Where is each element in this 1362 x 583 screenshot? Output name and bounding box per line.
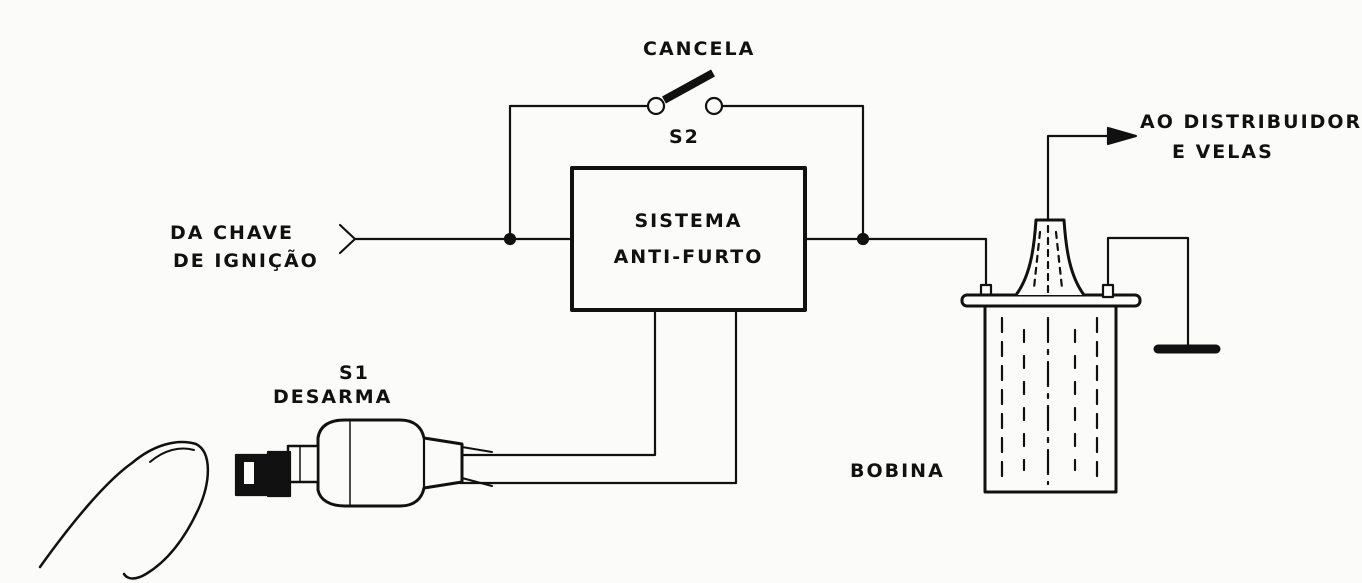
label-cancela: CANCELA: [643, 38, 756, 60]
ignition-input-wire: [338, 223, 574, 255]
label-distribuidor-line1: AO DISTRIBUIDOR: [1140, 111, 1362, 133]
bypass-wire: [508, 104, 865, 241]
label-chave-line1: DA CHAVE: [170, 222, 295, 244]
push-switch-s1: [234, 418, 493, 508]
label-desarma: DESARMA: [273, 386, 393, 408]
coil: [960, 218, 1142, 494]
finger: [38, 440, 210, 580]
anti-theft-box: [570, 166, 807, 312]
label-chave-line2: DE IGNIÇÃO: [173, 250, 319, 272]
label-sistema-line1: SISTEMA: [634, 210, 743, 232]
label-bobina: BOBINA: [850, 460, 945, 482]
distributor-wire: [1046, 126, 1138, 222]
fingernail: [149, 447, 195, 463]
junction-right: [856, 232, 870, 246]
label-s1: S1: [339, 362, 370, 384]
label-s2: S2: [669, 126, 700, 148]
junction-left: [503, 232, 517, 246]
label-sistema-line2: ANTI-FURTO: [613, 246, 764, 268]
switch-s2: [646, 69, 724, 116]
output-wire: [803, 237, 988, 292]
label-distribuidor-line2: E VELAS: [1172, 141, 1274, 163]
ground-wire: [1106, 236, 1221, 354]
s1-wires: [458, 308, 738, 485]
